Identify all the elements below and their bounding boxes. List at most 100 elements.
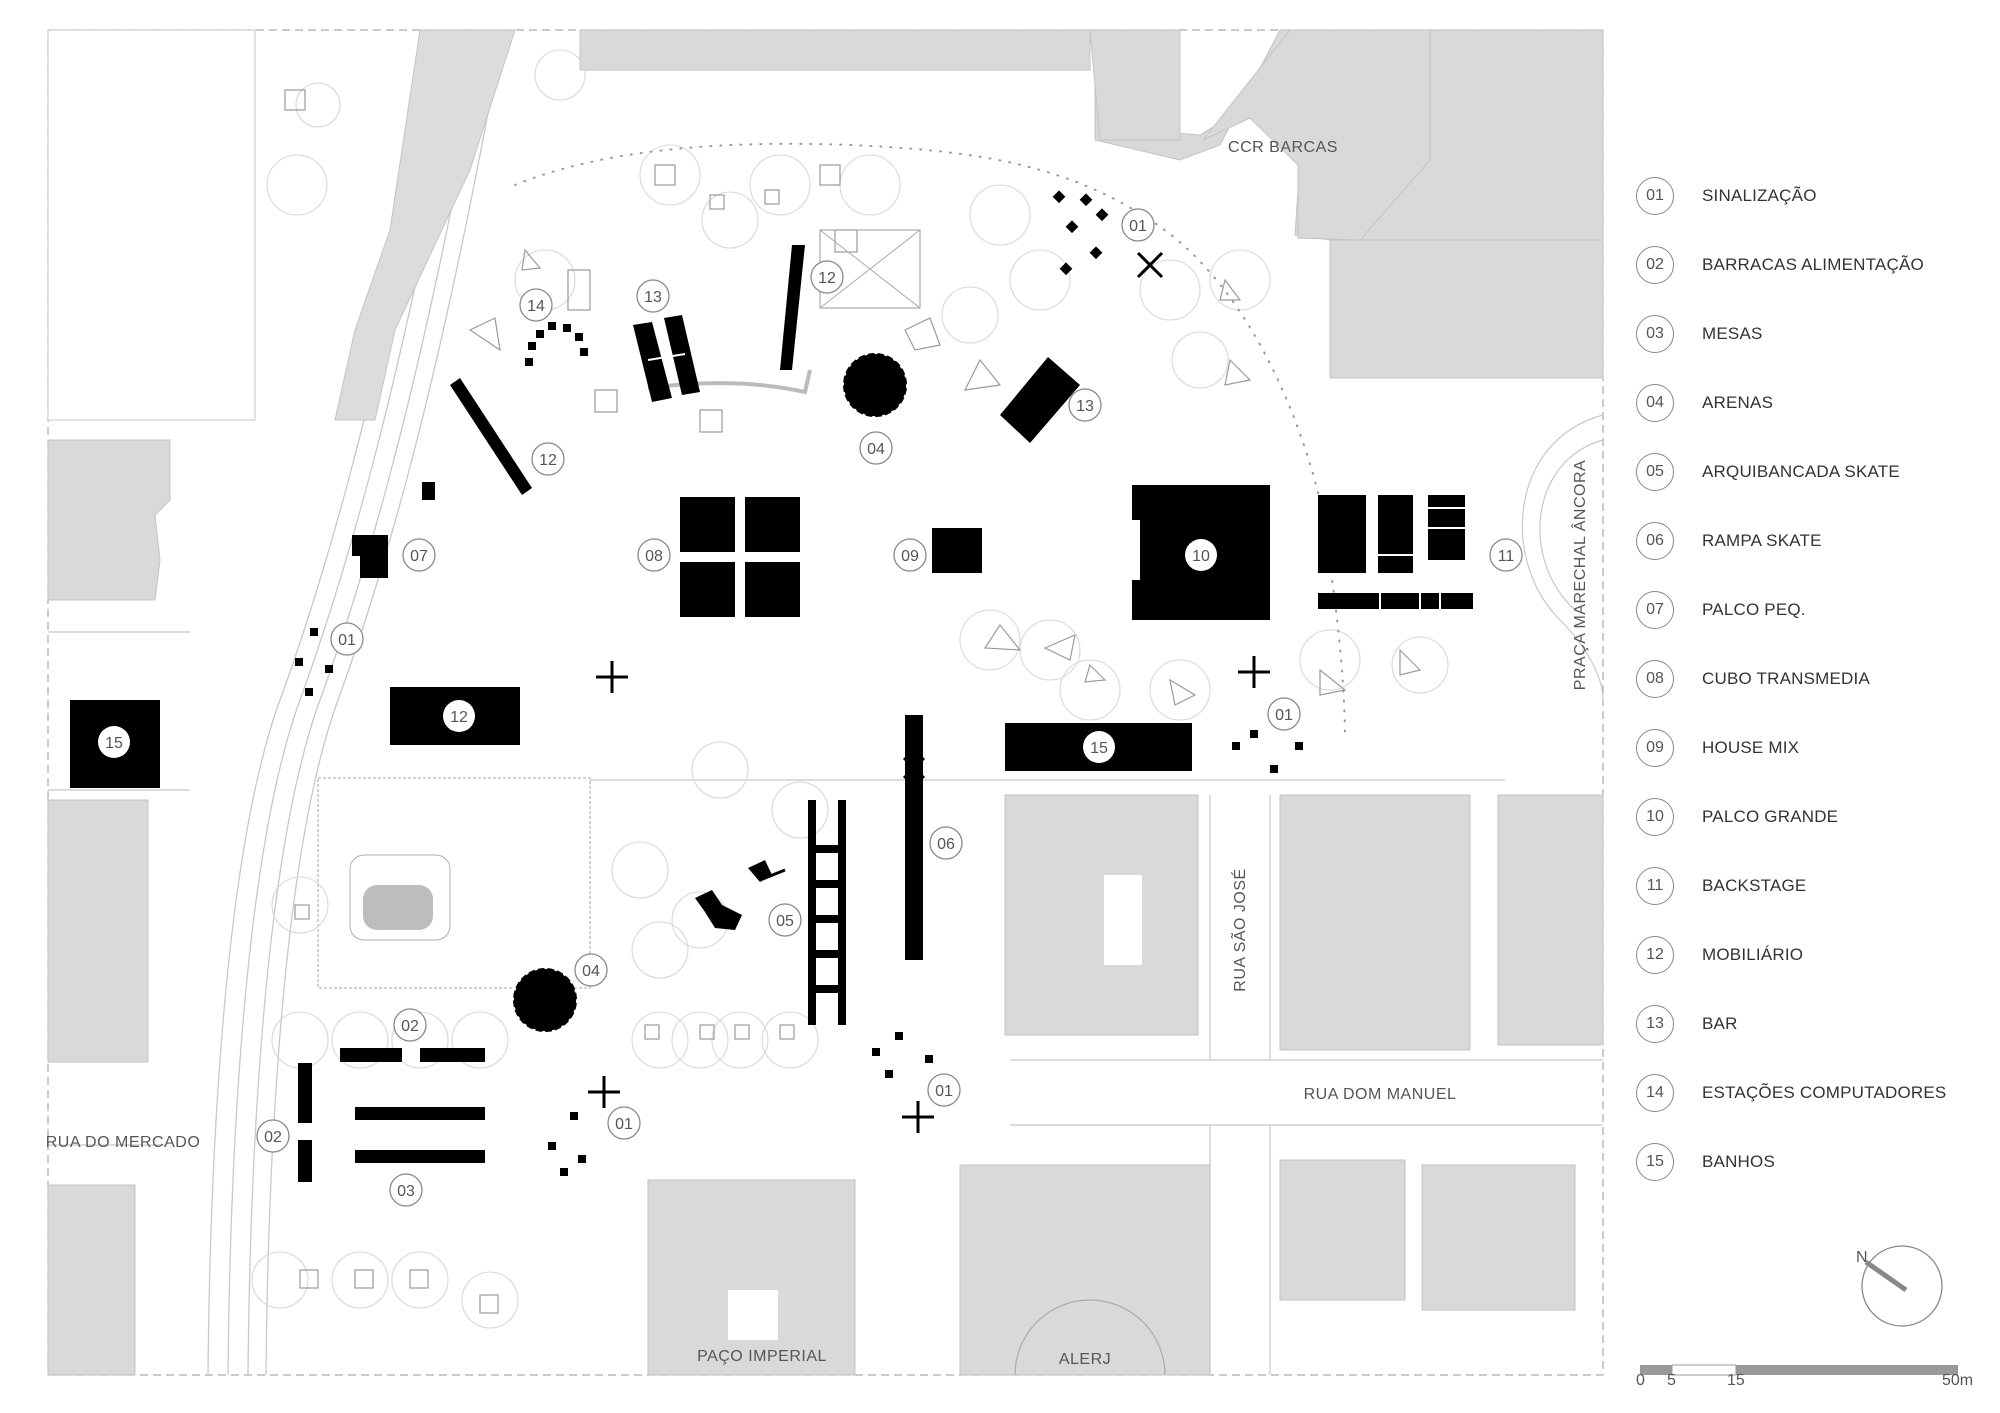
site-furniture — [284, 89, 1422, 1314]
label-rua-sao-jose: RUA SÃO JOSÉ — [1229, 868, 1249, 991]
svg-text:03: 03 — [397, 1183, 415, 1200]
building-courtyard-paco — [728, 1290, 778, 1340]
north-arrow: N — [1856, 1245, 1943, 1327]
svg-text:13: 13 — [644, 289, 662, 306]
legend-item-banhos: 15 BANHOS — [1636, 1142, 1775, 1182]
svg-text:11: 11 — [1498, 548, 1515, 565]
legend-item-house-mix: 09 HOUSE MIX — [1636, 728, 1799, 768]
badge-12-c: 12 — [443, 700, 475, 732]
north-label: N — [1856, 1249, 1868, 1266]
barraca-block — [298, 1140, 312, 1182]
legend-number: 07 — [1636, 591, 1674, 629]
svg-text:07: 07 — [410, 548, 428, 565]
label-praca-marechal: PRAÇA MARECHAL ÂNCORA — [1570, 460, 1589, 690]
badge-15-a: 15 — [1083, 731, 1115, 763]
legend-number: 03 — [1636, 315, 1674, 353]
badge-04-a: 04 — [859, 431, 893, 465]
bar-block — [1000, 357, 1080, 443]
computer-stations — [525, 322, 588, 366]
legend-label: ARQUIBANCADA SKATE — [1702, 462, 1900, 481]
badge-14: 14 — [519, 288, 553, 322]
badge-07: 07 — [402, 538, 436, 572]
legend-number: 08 — [1636, 660, 1674, 698]
arquibancada-step — [808, 915, 846, 923]
legend-number: 02 — [1636, 246, 1674, 284]
palco-pequeno-block — [352, 535, 388, 578]
arquibancada-step — [808, 950, 846, 958]
arquibancada-rail — [808, 800, 816, 1025]
arena-block — [843, 353, 907, 417]
skate-plaza-outline — [317, 777, 591, 989]
svg-text:13: 13 — [1076, 398, 1094, 415]
legend-label: CUBO TRANSMEDIA — [1702, 669, 1870, 688]
map-badges: 01 01 01 01 01 02 02 03 04 04 05 06 07 0… — [98, 208, 1523, 1207]
svg-text:06: 06 — [937, 836, 955, 853]
badge-13-b: 13 — [1068, 388, 1102, 422]
legend-label: ARENAS — [1702, 393, 1774, 412]
legend-number: 13 — [1636, 1005, 1674, 1043]
arquibancada-step — [808, 985, 846, 993]
mobiliario-block — [780, 245, 805, 370]
legend-item-arenas: 04 ARENAS — [1636, 383, 1773, 423]
scale-label-5: 5 — [1667, 1372, 1676, 1389]
rampa-skate-block — [905, 715, 923, 960]
svg-text:14: 14 — [527, 298, 545, 315]
legend-label: BACKSTAGE — [1702, 876, 1807, 895]
legend-item-arquibancada: 05 ARQUIBANCADA SKATE — [1636, 452, 1900, 492]
buildings — [47, 29, 1604, 1376]
mesa-block — [355, 1107, 485, 1120]
mesa-block — [355, 1150, 485, 1163]
backstage-block — [1318, 593, 1473, 609]
cubo-transmedia-block — [745, 497, 800, 552]
arena-block — [513, 968, 577, 1032]
badge-10: 10 — [1185, 539, 1217, 571]
bench-arc — [647, 369, 812, 395]
backstage-block — [1378, 495, 1413, 573]
badge-12-a: 12 — [810, 260, 844, 294]
legend-number: 15 — [1636, 1143, 1674, 1181]
svg-text:15: 15 — [105, 735, 123, 752]
badge-01-a: 01 — [1121, 208, 1155, 242]
svg-text:08: 08 — [645, 548, 663, 565]
building-block-nw — [47, 29, 256, 421]
element-details — [647, 353, 1465, 609]
svg-text:09: 09 — [901, 548, 919, 565]
street-edges — [48, 414, 1604, 1375]
arquibancada-step — [808, 880, 846, 888]
cubo-transmedia-block — [680, 497, 735, 552]
legend-item-palco-grande: 10 PALCO GRANDE — [1636, 797, 1838, 837]
legend-number: 06 — [1636, 522, 1674, 560]
legend-label: BARRACAS ALIMENTAÇÃO — [1702, 255, 1924, 274]
legend-label: PALCO GRANDE — [1702, 807, 1839, 826]
skate-bowl-inner — [363, 885, 433, 930]
badge-03: 03 — [389, 1173, 423, 1207]
legend-label: MOBILIÁRIO — [1702, 945, 1804, 964]
cubo-transmedia-block — [745, 562, 800, 617]
svg-text:01: 01 — [615, 1116, 633, 1133]
map-frame — [47, 29, 1604, 1376]
legend-item-estacoes: 14 ESTAÇÕES COMPUTADORES — [1636, 1073, 1946, 1113]
svg-text:04: 04 — [867, 441, 885, 458]
legend-label: MESAS — [1702, 324, 1763, 343]
label-rua-do-mercado: RUA DO MERCADO — [46, 1134, 201, 1151]
furniture-12-cross-b — [819, 229, 921, 309]
cubo-transmedia-block — [680, 562, 735, 617]
legend-label: ESTAÇÕES COMPUTADORES — [1702, 1083, 1947, 1102]
skate-obstacle-line — [759, 868, 786, 882]
arquibancada-step — [808, 845, 846, 853]
badge-15-b: 15 — [98, 726, 130, 758]
badge-11: 11 — [1489, 538, 1523, 572]
legend-item-barracas: 02 BARRACAS ALIMENTAÇÃO — [1636, 245, 1924, 285]
legend-label: SINALIZAÇÃO — [1702, 186, 1817, 205]
svg-text:01: 01 — [935, 1083, 953, 1100]
svg-text:05: 05 — [776, 913, 794, 930]
svg-text:12: 12 — [539, 452, 557, 469]
house-mix-block — [932, 528, 982, 573]
badge-01-c: 01 — [1267, 697, 1301, 731]
badge-08: 08 — [637, 538, 671, 572]
svg-text:12: 12 — [818, 270, 836, 287]
barraca-block — [340, 1048, 402, 1062]
svg-text:12: 12 — [450, 709, 468, 726]
badge-09: 09 — [893, 538, 927, 572]
